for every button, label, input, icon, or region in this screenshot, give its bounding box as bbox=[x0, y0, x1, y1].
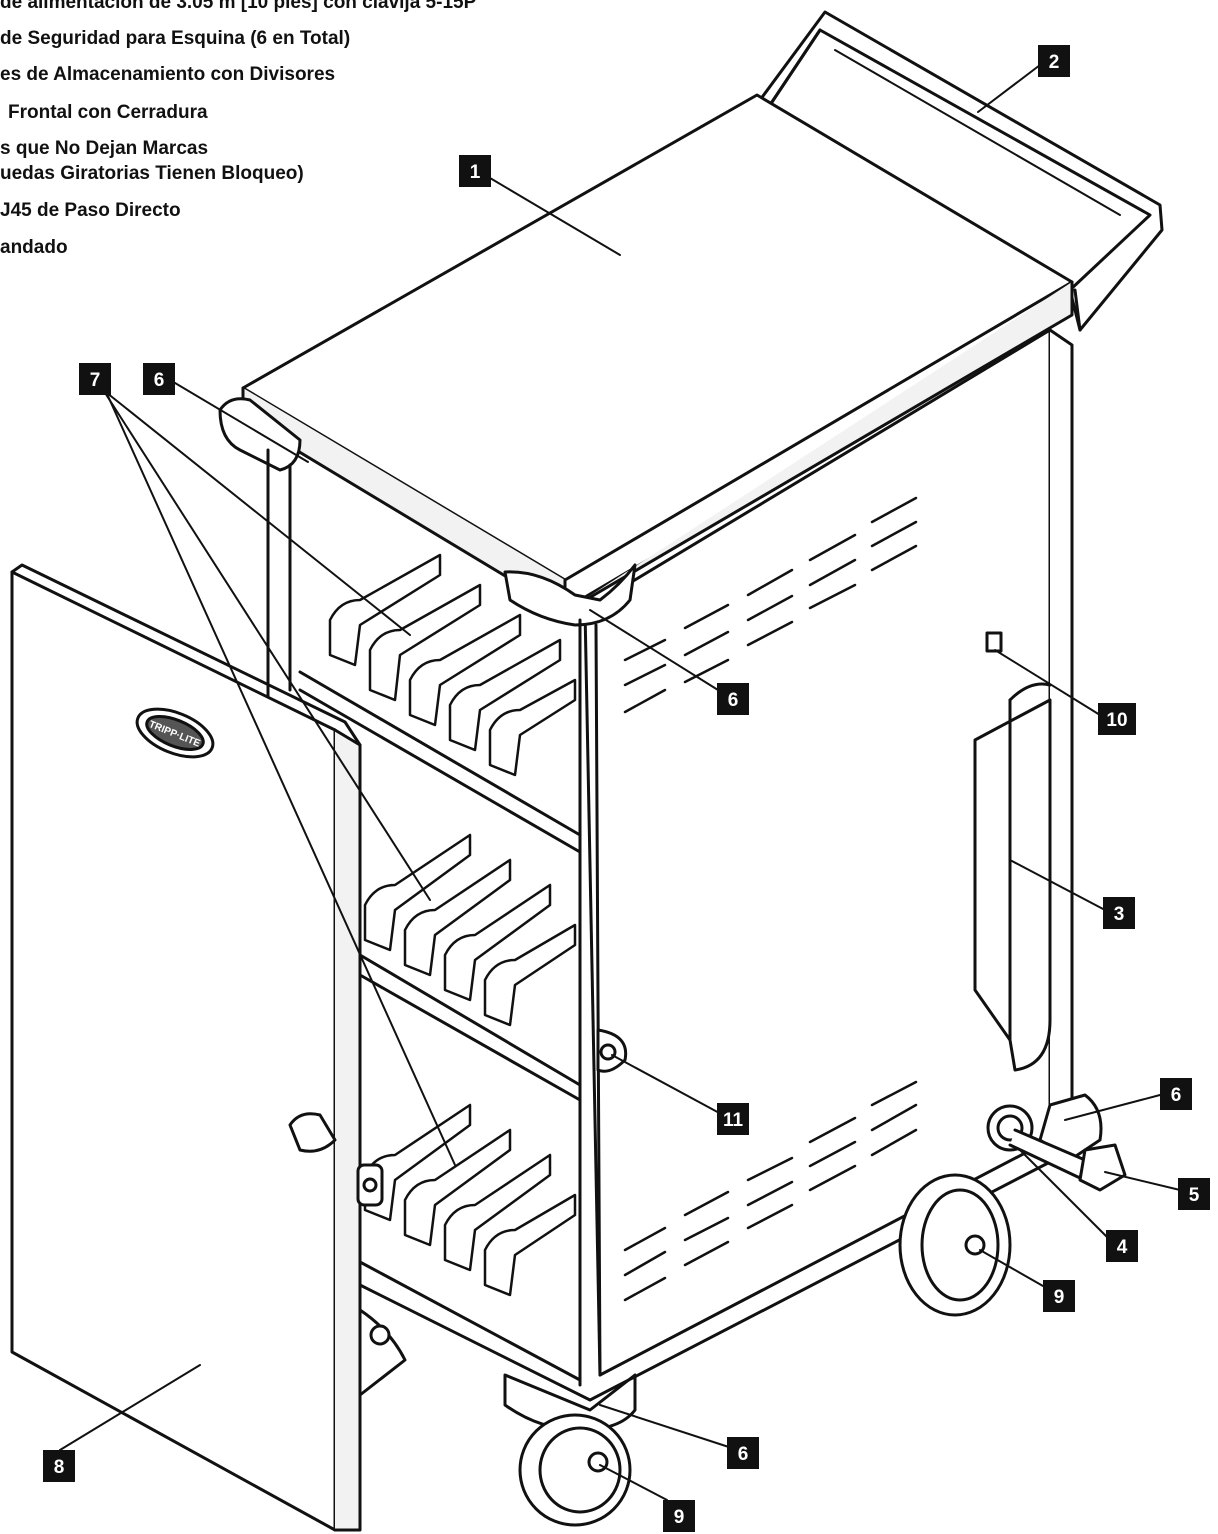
leader-2 bbox=[977, 64, 1041, 113]
rj45-port bbox=[985, 631, 1003, 653]
leader-11 bbox=[611, 1054, 724, 1116]
storage-dividers bbox=[328, 553, 577, 1297]
svg-text:6: 6 bbox=[728, 690, 739, 711]
callouts: 1 2 3 4 5 6 6 6 6 7 8 9 bbox=[43, 45, 1210, 1532]
door-lock bbox=[288, 1112, 337, 1153]
svg-text:11: 11 bbox=[723, 1110, 744, 1131]
callout-4: 4 bbox=[1106, 1230, 1138, 1262]
svg-text:10: 10 bbox=[1106, 710, 1127, 731]
leader-9b bbox=[599, 1464, 668, 1501]
svg-text:1: 1 bbox=[470, 162, 481, 183]
leader-7a bbox=[96, 384, 411, 636]
leader-6c bbox=[1064, 1094, 1161, 1121]
callout-5: 5 bbox=[1178, 1178, 1210, 1210]
leader-lines bbox=[59, 64, 1181, 1501]
svg-text:2: 2 bbox=[1049, 52, 1060, 73]
front-door bbox=[10, 563, 384, 1532]
legend-item: de Seguridad para Esquina (6 en Total) bbox=[0, 28, 351, 49]
cord-wrap-bracket bbox=[973, 682, 1052, 1072]
svg-text:6: 6 bbox=[1171, 1085, 1182, 1106]
legend-item: de alimentación de 3.05 m [10 pies] con … bbox=[0, 0, 477, 13]
top-lid bbox=[241, 93, 1074, 614]
casters bbox=[358, 1173, 1012, 1527]
svg-text:6: 6 bbox=[154, 370, 165, 391]
callout-10: 10 bbox=[1098, 703, 1136, 735]
callout-6b: 6 bbox=[717, 683, 749, 715]
leader-9a bbox=[979, 1249, 1051, 1291]
callout-1: 1 bbox=[459, 155, 491, 187]
callout-3: 3 bbox=[1103, 897, 1135, 929]
leader-8 bbox=[59, 1364, 201, 1451]
leader-4 bbox=[1019, 1149, 1111, 1241]
callout-11: 11 bbox=[717, 1103, 749, 1135]
legend-item: J45 de Paso Directo bbox=[0, 200, 181, 221]
callout-6d: 6 bbox=[727, 1437, 759, 1469]
callout-2: 2 bbox=[1038, 45, 1070, 77]
svg-text:8: 8 bbox=[54, 1457, 65, 1478]
vent-slots bbox=[623, 496, 918, 1302]
legend-item: s que No Dejan Marcas bbox=[0, 138, 209, 159]
svg-text:3: 3 bbox=[1114, 904, 1125, 925]
brand-logo: TRIPP·LITE bbox=[135, 707, 215, 759]
svg-text:7: 7 bbox=[90, 370, 101, 391]
callout-7: 7 bbox=[79, 363, 111, 395]
callout-6c: 6 bbox=[1160, 1078, 1192, 1110]
callout-9a: 9 bbox=[1043, 1280, 1075, 1312]
leader-3 bbox=[1009, 859, 1106, 911]
leader-10 bbox=[994, 649, 1101, 716]
legend-item: andado bbox=[0, 237, 68, 258]
leader-7c bbox=[102, 384, 456, 1166]
legend-item: es de Almacenamiento con Divisores bbox=[0, 64, 336, 85]
svg-text:9: 9 bbox=[1054, 1287, 1065, 1308]
callout-6a: 6 bbox=[143, 363, 175, 395]
leader-6a bbox=[169, 379, 309, 463]
leader-7b bbox=[99, 384, 431, 901]
callout-8: 8 bbox=[43, 1450, 75, 1482]
leader-5 bbox=[1104, 1171, 1181, 1191]
svg-text:6: 6 bbox=[738, 1444, 749, 1465]
door-hinge bbox=[356, 1163, 384, 1207]
callout-9b: 9 bbox=[663, 1500, 695, 1532]
leader-1 bbox=[489, 177, 621, 256]
legend-item: Frontal con Cerradura bbox=[8, 102, 208, 123]
svg-text:5: 5 bbox=[1189, 1185, 1200, 1206]
leader-6b bbox=[589, 609, 719, 691]
parts-legend: de alimentación de 3.05 m [10 pies] con … bbox=[0, 0, 600, 270]
power-cord bbox=[986, 1104, 1127, 1192]
leader-6d bbox=[599, 1404, 739, 1451]
legend-item: uedas Giratorias Tienen Bloqueo) bbox=[0, 163, 304, 184]
svg-text:9: 9 bbox=[674, 1507, 685, 1528]
svg-text:4: 4 bbox=[1117, 1237, 1128, 1258]
push-handle bbox=[758, 10, 1164, 332]
